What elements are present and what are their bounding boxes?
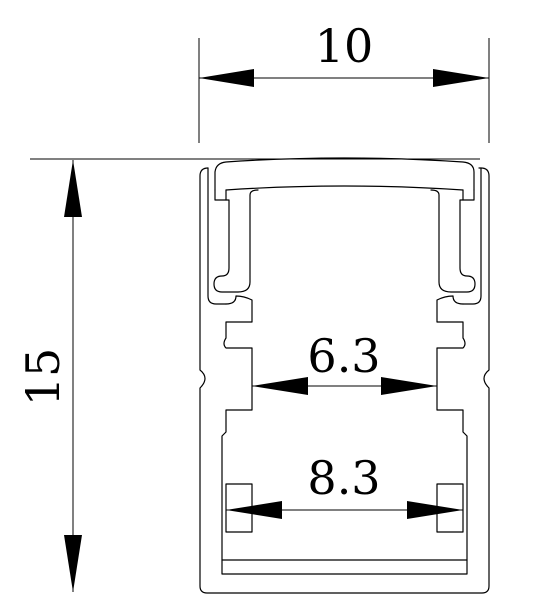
diffuser-clip-left — [213, 189, 259, 293]
arrowhead-inner-upper-left — [252, 377, 308, 395]
aluminium-profile — [199, 157, 490, 594]
dimension-inner-width-lower: 8.3 — [226, 451, 463, 519]
diffuser-cover-inner — [225, 185, 464, 191]
profile-inner-wall-left-upper — [207, 167, 227, 305]
dimension-label-inner-width-lower: 8.3 — [307, 451, 380, 505]
arrowhead-width-left — [199, 69, 254, 87]
dimension-label-inner-width-upper: 6.3 — [307, 329, 380, 383]
arrowhead-inner-lower-right — [407, 501, 463, 519]
dimension-label-overall-height: 15 — [16, 348, 70, 407]
profile-outer-wall — [199, 167, 490, 594]
dimension-inner-width-upper: 6.3 — [252, 329, 437, 395]
arrowhead-width-right — [433, 69, 489, 87]
profile-lower-tab-left — [225, 483, 253, 533]
diffuser-cover-top — [214, 157, 475, 191]
dimension-overall-width: 10 — [198, 19, 490, 143]
profile-left-rib — [221, 295, 468, 575]
arrowhead-inner-lower-left — [226, 501, 282, 519]
dimension-label-overall-width: 10 — [315, 19, 374, 73]
arrowhead-height-bottom — [64, 535, 82, 592]
arrowhead-height-top — [64, 160, 82, 217]
diffuser-clip-right — [430, 189, 476, 293]
dimension-overall-height: 15 — [16, 158, 480, 592]
profile-lower-tab-right — [436, 483, 464, 533]
arrowhead-inner-upper-right — [381, 377, 437, 395]
profile-inner-wall-right-upper — [462, 167, 482, 305]
